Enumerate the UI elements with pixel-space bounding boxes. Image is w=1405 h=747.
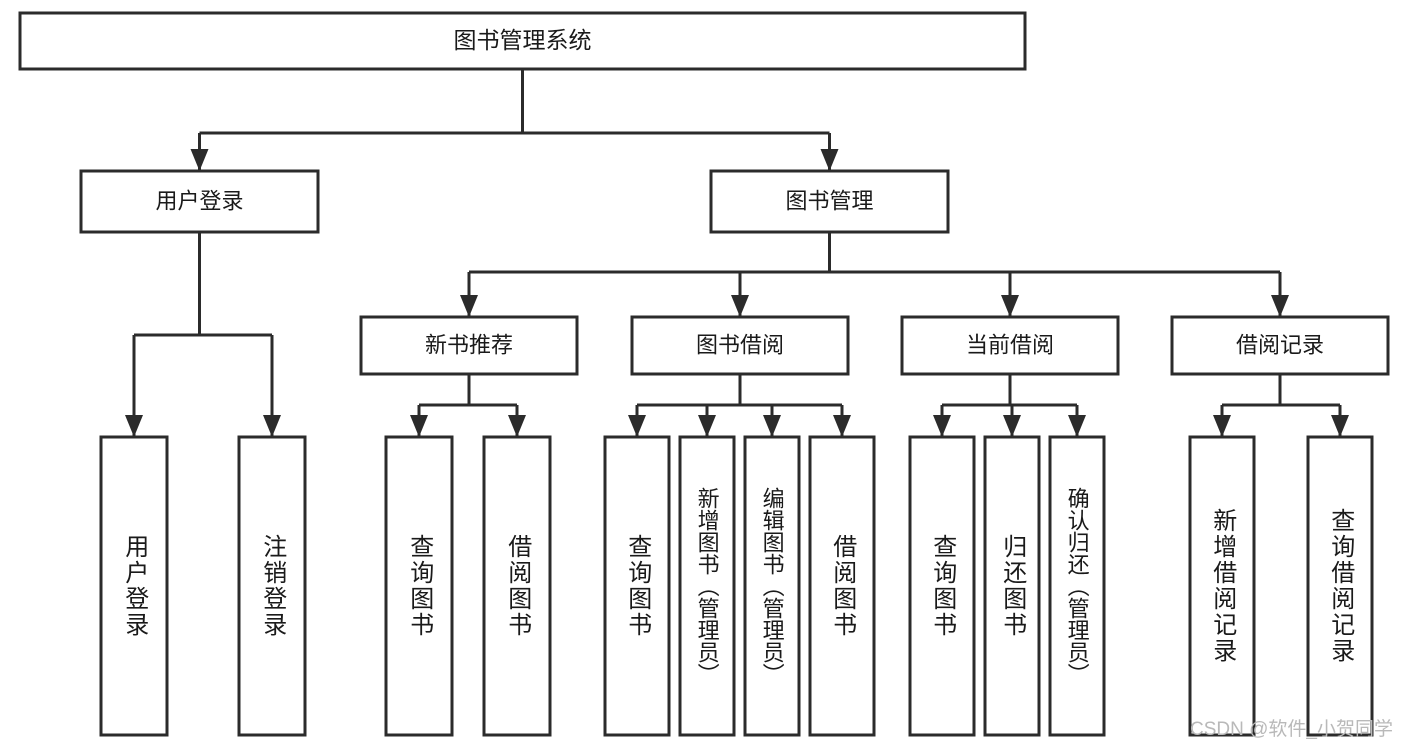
conn-record-bus-arrowhead-leaf-rec-add-record <box>1213 415 1231 437</box>
node-box-user-login[interactable] <box>79 169 320 234</box>
conn-record-bus-arrowhead-leaf-rec-query-record <box>1331 415 1349 437</box>
node-box-leaf-cur-query-book[interactable] <box>908 435 976 737</box>
conn-recommend-bus-arrowhead-leaf-rec-query-book <box>410 415 428 437</box>
conn-userlogin-bus-arrowhead-leaf-user-logout <box>263 415 281 437</box>
conn-current-bus-arrowhead-leaf-cur-return-book <box>1003 415 1021 437</box>
node-box-leaf-rec-borrow-book[interactable] <box>482 435 552 737</box>
conn-bookmanage-bus-arrowhead-current-borrow <box>1001 295 1019 317</box>
node-box-leaf-user-login[interactable] <box>99 435 169 737</box>
conn-current-bus-arrowhead-leaf-cur-confirm-return <box>1068 415 1086 437</box>
node-box-leaf-cur-return-book[interactable] <box>983 435 1041 737</box>
conn-bookmanage-bus-arrowhead-borrow-record <box>1271 295 1289 317</box>
node-box-leaf-rec-query-book[interactable] <box>384 435 454 737</box>
node-box-leaf-borrow-add-book[interactable] <box>678 435 736 737</box>
node-box-leaf-rec-query-record[interactable] <box>1306 435 1374 737</box>
node-box-root[interactable] <box>18 11 1027 71</box>
node-label-root: 图书管理系统 <box>454 27 592 53</box>
conn-bookmanage-bus-arrowhead-book-borrow <box>731 295 749 317</box>
node-box-borrow-record[interactable] <box>1170 315 1390 376</box>
node-box-book-borrow[interactable] <box>630 315 850 376</box>
node-box-leaf-borrow-query-book[interactable] <box>603 435 671 737</box>
node-box-leaf-borrow-borrow-book[interactable] <box>808 435 876 737</box>
conn-borrow-bus-arrowhead-leaf-borrow-borrow-book <box>833 415 851 437</box>
conn-recommend-bus-arrowhead-leaf-rec-borrow-book <box>508 415 526 437</box>
node-box-leaf-rec-add-record[interactable] <box>1188 435 1256 737</box>
conn-borrow-bus-arrowhead-leaf-borrow-add-book <box>698 415 716 437</box>
node-label-book-manage: 图书管理 <box>785 188 873 213</box>
conn-root-bus-arrowhead-book-manage <box>820 149 839 171</box>
node-label-book-borrow: 图书借阅 <box>696 332 784 357</box>
node-box-layer <box>18 11 1390 737</box>
node-box-book-manage[interactable] <box>709 169 950 234</box>
node-box-leaf-borrow-edit-book[interactable] <box>743 435 801 737</box>
conn-bookmanage-bus-arrowhead-new-book-recommend <box>460 295 478 317</box>
conn-borrow-bus-arrowhead-leaf-borrow-query-book <box>628 415 646 437</box>
conn-current-bus-arrowhead-leaf-cur-query-book <box>933 415 951 437</box>
node-label-new-book-recommend: 新书推荐 <box>425 332 513 357</box>
node-label-user-login: 用户登录 <box>155 188 243 213</box>
node-box-leaf-cur-confirm-return[interactable] <box>1048 435 1106 737</box>
node-box-leaf-user-logout[interactable] <box>237 435 307 737</box>
node-box-new-book-recommend[interactable] <box>359 315 579 376</box>
node-label-borrow-record: 借阅记录 <box>1236 332 1324 357</box>
connector-layer <box>125 69 1349 437</box>
conn-borrow-bus-arrowhead-leaf-borrow-edit-book <box>763 415 781 437</box>
node-box-current-borrow[interactable] <box>900 315 1120 376</box>
conn-userlogin-bus-arrowhead-leaf-user-login <box>125 415 143 437</box>
node-label-current-borrow: 当前借阅 <box>966 332 1054 357</box>
conn-root-bus-arrowhead-user-login <box>190 149 209 171</box>
